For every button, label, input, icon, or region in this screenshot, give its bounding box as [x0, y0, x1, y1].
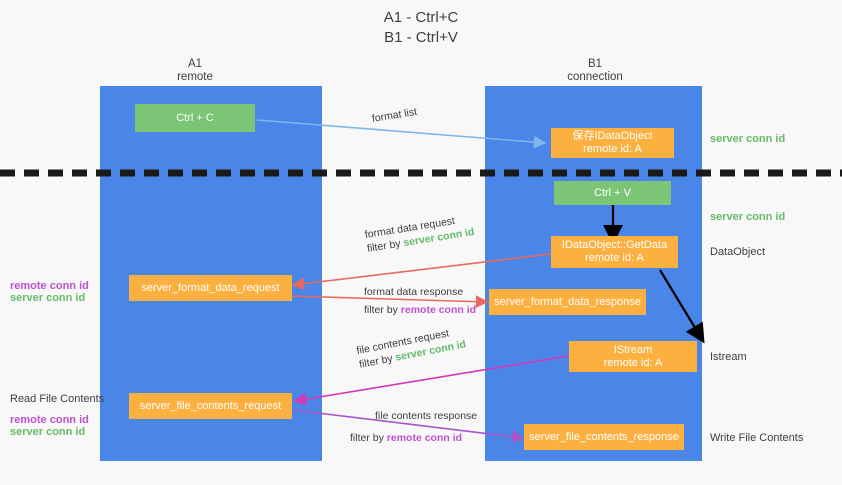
box-save-idataobject[interactable]: 保存IDataObject remote id: A — [551, 128, 674, 158]
column-b1-sub: connection — [567, 71, 623, 83]
box-server-format-data-request-label: server_format_data_request — [141, 281, 280, 294]
box-save-idataobject-line2: remote id: A — [583, 143, 642, 155]
edge-label-file-contents-response-filter: filter by remote conn id — [350, 431, 477, 445]
left-label-server-conn-id-1: server conn id — [10, 292, 86, 304]
edge-label-file-contents-response-text: file contents response — [375, 410, 478, 422]
box-idataobject-getdata[interactable]: IDataObject::GetData remote id: A — [551, 236, 678, 268]
edge-label-format-data-request: format data request filter by server con… — [364, 211, 476, 256]
column-a1-sub: remote — [177, 71, 213, 83]
filter-by-text-2: filter by — [364, 304, 398, 316]
column-header-a1: A1 remote — [120, 58, 270, 84]
left-label-read-file-contents: Read File Contents — [10, 393, 105, 405]
box-server-file-contents-request[interactable]: server_file_contents_request — [129, 393, 292, 419]
box-ctrl-v[interactable]: Ctrl + V — [554, 181, 671, 205]
box-istream-line2: remote id: A — [603, 356, 663, 369]
title-line-1: A1 - Ctrl+C — [383, 9, 459, 26]
box-server-file-contents-response[interactable]: server_file_contents_response — [524, 424, 684, 450]
box-server-format-data-response[interactable]: server_format_data_response — [489, 289, 646, 315]
box-server-file-contents-request-label: server_file_contents_request — [139, 399, 282, 412]
edge-label-format-data-response-text: format data response — [364, 286, 464, 298]
filter-by-text: filter by — [366, 237, 402, 255]
box-ctrl-c[interactable]: Ctrl + C — [135, 104, 255, 132]
right-label-server-conn-id-top: server conn id — [710, 133, 786, 145]
box-server-file-contents-response-label: server_file_contents_response — [529, 430, 679, 443]
box-ctrl-c-label: Ctrl + C — [176, 111, 214, 124]
edge-label-format-data-response-filter: filter by remote conn id — [364, 303, 476, 317]
column-header-b1: B1 connection — [520, 58, 670, 84]
box-idataobject-getdata-line1: IDataObject::GetData — [561, 239, 668, 251]
edge-label-format-list-text: format list — [371, 105, 418, 125]
box-server-format-data-request[interactable]: server_format_data_request — [129, 275, 292, 301]
filter-by-text-4: filter by — [350, 432, 384, 444]
right-label-write-file-contents: Write File Contents — [710, 432, 804, 444]
box-save-idataobject-line1: 保存IDataObject — [572, 130, 653, 142]
remote-conn-id-text-2: remote conn id — [386, 432, 463, 444]
left-label-server-conn-id-2: server conn id — [10, 426, 86, 438]
remote-conn-id-text: remote conn id — [400, 304, 477, 316]
edge-label-file-contents-request: file contents request filter by server c… — [355, 324, 468, 372]
edge-label-format-data-response: format data response filter by remote co… — [364, 285, 476, 317]
page-title: A1 - Ctrl+C B1 - Ctrl+V — [0, 8, 842, 48]
box-istream-line1: IStream — [613, 343, 653, 356]
left-label-remote-conn-id-2: remote conn id — [10, 414, 89, 426]
edge-label-file-contents-response: file contents response filter by remote … — [350, 409, 478, 445]
right-label-istream: Istream — [710, 351, 747, 363]
box-ctrl-v-label: Ctrl + V — [594, 186, 631, 199]
title-line-2: B1 - Ctrl+V — [384, 29, 458, 46]
column-a1-name: A1 — [187, 58, 203, 70]
column-b1-name: B1 — [587, 58, 603, 70]
right-label-server-conn-id-mid: server conn id — [710, 211, 786, 223]
right-label-dataobject: DataObject — [710, 246, 766, 258]
box-istream[interactable]: IStream remote id: A — [569, 341, 697, 372]
box-idataobject-getdata-line2: remote id: A — [585, 252, 644, 264]
box-server-format-data-response-label: server_format_data_response — [494, 295, 641, 308]
left-label-remote-conn-id-1: remote conn id — [10, 280, 89, 292]
edge-label-format-list: format list — [371, 105, 418, 126]
